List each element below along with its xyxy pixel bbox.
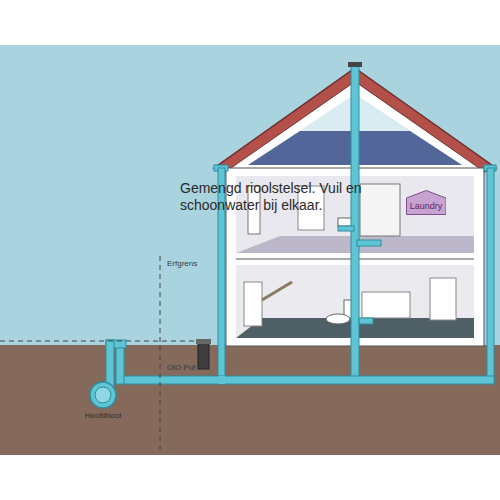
- ground-line: [0, 341, 196, 342]
- stair-rail: [262, 282, 292, 300]
- laundry-sign: Laundry: [406, 190, 447, 215]
- cabinet: [362, 292, 410, 318]
- diagram-title: Gemengd rioolstelsel. Vuil en schoonwate…: [180, 180, 415, 214]
- olo-put: [198, 341, 209, 369]
- sewer-pipes: [99, 62, 496, 398]
- toilet-bowl: [326, 314, 350, 324]
- sewer-main: Hoofdriool: [85, 380, 121, 420]
- sink: [338, 218, 352, 226]
- ground: [0, 345, 500, 455]
- stairs-door: [244, 282, 262, 326]
- boundary-label: Erfgrens: [167, 259, 197, 268]
- pit-circle: [88, 380, 118, 410]
- sky: [0, 45, 500, 347]
- property-line: [160, 256, 161, 450]
- node-label: Hoofdriool: [85, 411, 121, 420]
- olo-cap: [196, 339, 211, 344]
- pit-label: OlO Put: [167, 363, 195, 372]
- door: [430, 278, 456, 320]
- shower: [360, 184, 400, 236]
- node-label: Laundry: [410, 201, 443, 211]
